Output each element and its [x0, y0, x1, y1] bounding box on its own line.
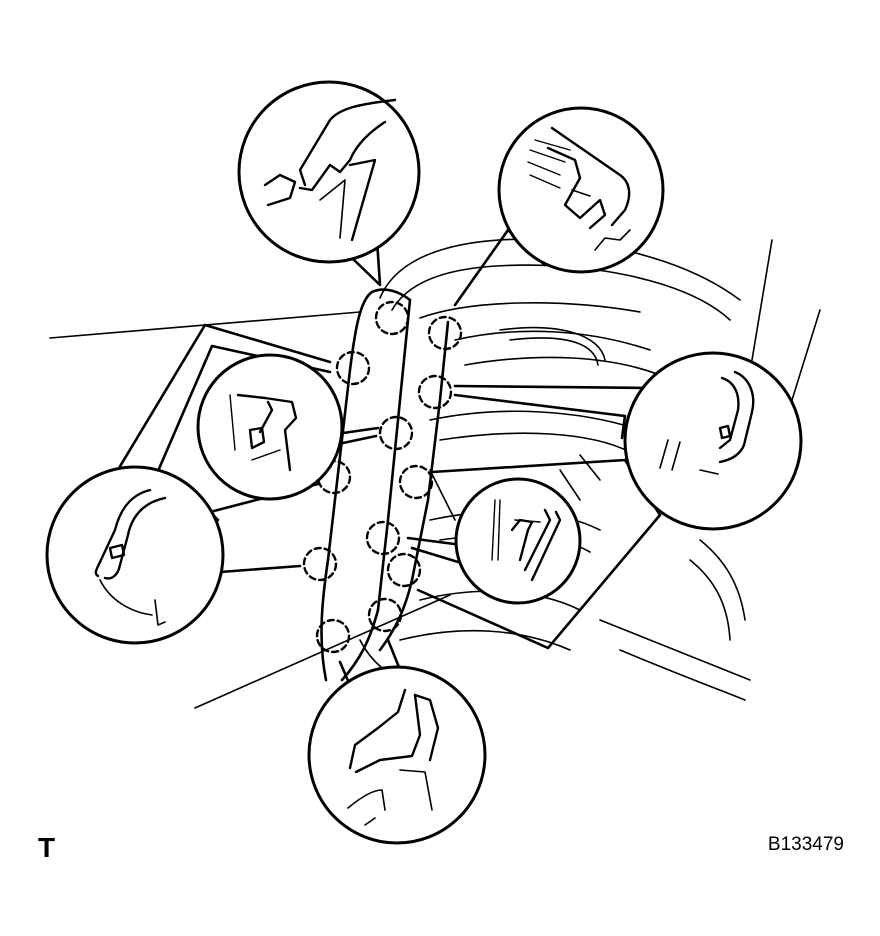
detail-left-large — [94, 488, 167, 626]
clip-marker — [374, 300, 410, 336]
clip-marker — [427, 315, 463, 351]
clip-marker — [417, 374, 453, 410]
detail-middle-left — [229, 393, 298, 472]
clip-marker — [335, 350, 371, 386]
callout-middle-right — [454, 477, 582, 605]
clip-marker — [398, 464, 434, 500]
detail-bottom — [347, 688, 440, 826]
figure-id: B133479 — [767, 834, 844, 855]
detail-top-center — [263, 98, 397, 242]
detail-callouts — [45, 80, 803, 845]
callout-right-large — [623, 351, 803, 531]
clip-marker — [367, 597, 403, 633]
callout-middle-left — [196, 353, 344, 501]
callout-top-center — [237, 80, 421, 264]
corner-mark: T — [38, 832, 56, 863]
clip-marker — [315, 618, 351, 654]
clip-marker — [365, 520, 401, 556]
callout-leaders — [111, 228, 662, 692]
clip-marker — [378, 415, 414, 451]
detail-right-large — [659, 370, 755, 475]
detail-middle-right — [491, 499, 562, 582]
clip-marker — [386, 552, 422, 588]
callout-bottom — [307, 665, 487, 845]
callout-left-large — [45, 465, 225, 645]
clip-marker — [302, 546, 338, 582]
callout-top-right — [497, 106, 665, 274]
detail-top-right — [527, 126, 631, 251]
